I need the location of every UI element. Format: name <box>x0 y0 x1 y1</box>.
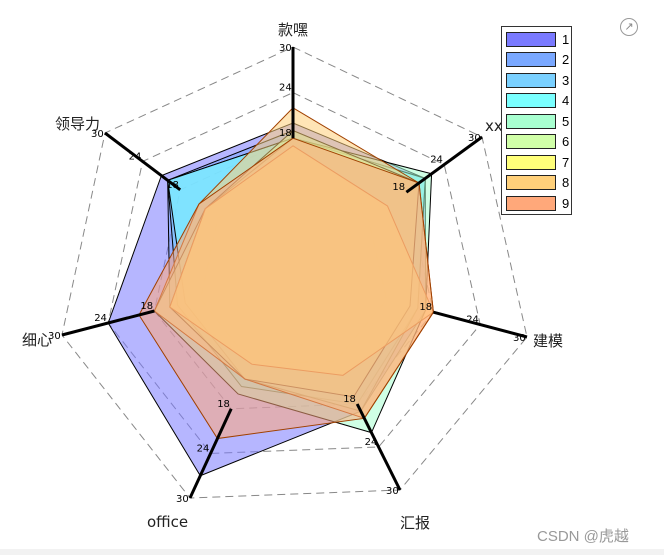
legend-swatch <box>506 154 556 170</box>
axis-label-0: 款嘿 <box>278 21 308 39</box>
tick-label: 18 <box>140 301 153 312</box>
tick-label: 30 <box>513 333 526 344</box>
legend-swatch <box>506 134 556 149</box>
legend-item-7[interactable]: 7 <box>506 154 569 170</box>
legend-label: 1 <box>562 31 570 47</box>
tick-label: 24 <box>129 151 142 162</box>
axis-label-4: office <box>147 513 188 531</box>
axis-spoke <box>104 131 182 191</box>
legend-swatch <box>506 195 556 211</box>
legend-label: 2 <box>562 52 570 67</box>
legend-item-6[interactable]: 6 <box>506 134 569 150</box>
legend-item-5[interactable]: 5 <box>506 113 569 129</box>
tick-label: 18 <box>166 180 179 191</box>
tick-label: 18 <box>217 399 230 410</box>
tick-label: 18 <box>392 182 405 193</box>
legend-label: 3 <box>562 72 570 88</box>
tick-label: 24 <box>430 155 443 166</box>
tick-label: 30 <box>176 494 189 505</box>
tick-label: 30 <box>91 129 104 140</box>
tick-label: 24 <box>279 83 292 94</box>
legend: 1 2 3 4 5 6 7 8 9 <box>501 26 572 215</box>
tick-label: 24 <box>94 313 107 324</box>
legend-swatch <box>506 72 556 88</box>
grid-ring <box>61 46 528 499</box>
legend-item-9[interactable]: 9 <box>506 195 569 211</box>
axis-label-1: xx <box>485 117 503 135</box>
legend-swatch <box>506 113 556 129</box>
tick-label: 18 <box>343 394 356 405</box>
axis-label-5: 细心 <box>22 331 52 349</box>
legend-label: 7 <box>562 154 570 170</box>
axis-spoke <box>433 310 528 339</box>
tick-label: 24 <box>365 437 378 448</box>
axis-spoke <box>188 408 233 499</box>
legend-swatch <box>506 93 556 108</box>
legend-label: 9 <box>562 195 570 211</box>
legend-item-2[interactable]: 2 <box>506 52 569 68</box>
legend-swatch <box>506 52 556 67</box>
tick-label: 24 <box>197 443 210 454</box>
legend-item-3[interactable]: 3 <box>506 72 569 88</box>
bottom-bar <box>0 549 664 555</box>
grid-ring <box>107 92 481 454</box>
legend-item-1[interactable]: 1 <box>506 31 569 47</box>
axis-spoke <box>355 403 402 491</box>
export-icon[interactable]: ↗ <box>620 18 638 36</box>
tick-label: 30 <box>386 486 399 497</box>
legend-label: 5 <box>562 113 570 129</box>
tick-label: 30 <box>468 133 481 144</box>
legend-swatch <box>506 175 556 190</box>
legend-label: 4 <box>562 93 570 108</box>
tick-label: 30 <box>48 331 61 342</box>
legend-item-8[interactable]: 8 <box>506 175 569 191</box>
tick-label: 24 <box>466 315 479 326</box>
axis-label-6: 领导力 <box>55 115 100 133</box>
watermark: CSDN @虎越 <box>537 528 629 545</box>
legend-swatch <box>506 31 556 47</box>
legend-label: 8 <box>562 175 570 190</box>
legend-item-4[interactable]: 4 <box>506 93 569 109</box>
tick-label: 18 <box>279 128 292 139</box>
axis-label-3: 汇报 <box>400 514 430 532</box>
axis-label-2: 建模 <box>533 332 563 350</box>
series-9-area <box>138 137 434 440</box>
tick-label: 18 <box>419 302 432 313</box>
legend-label: 6 <box>562 134 570 149</box>
axis-spoke <box>405 135 483 194</box>
axis-spoke <box>61 309 155 337</box>
tick-label: 30 <box>279 43 292 54</box>
